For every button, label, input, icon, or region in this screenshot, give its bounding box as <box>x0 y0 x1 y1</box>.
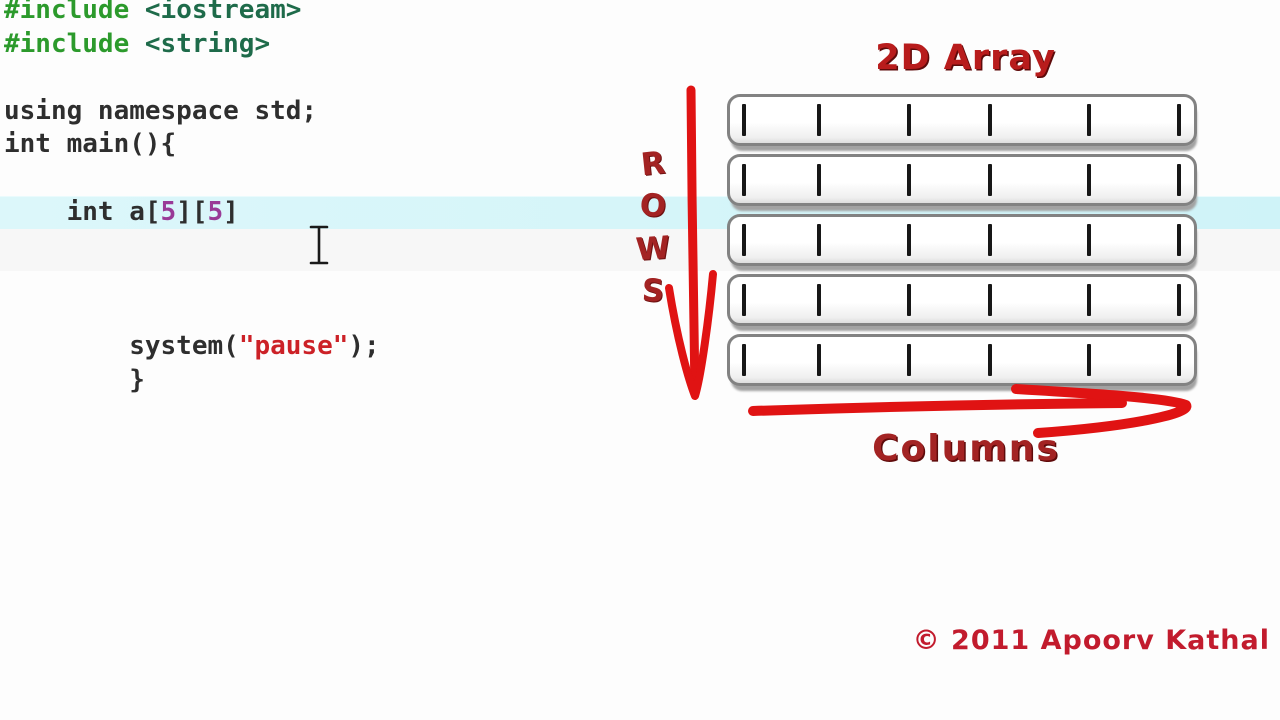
cell-divider-tick <box>988 284 992 316</box>
code-line: #include <string> <box>4 31 270 57</box>
cell-divider-tick <box>1177 344 1181 376</box>
code-segment: 5 <box>160 196 177 227</box>
cell-divider-tick <box>1087 284 1091 316</box>
cell-divider-tick <box>817 164 821 196</box>
cell-divider-tick <box>742 344 746 376</box>
cell-divider-tick <box>817 104 821 136</box>
cell-divider-tick <box>817 344 821 376</box>
cell-divider-tick <box>1087 104 1091 136</box>
code-segment: } <box>4 364 145 395</box>
rows-label-letter: W <box>634 229 672 269</box>
cell-divider-tick <box>742 164 746 196</box>
code-segment: system( <box>4 331 239 361</box>
cell-divider-tick <box>742 104 746 136</box>
cell-divider-tick <box>1087 344 1091 376</box>
rows-label-letter: O <box>638 187 668 225</box>
code-line: int main(){ <box>4 131 176 157</box>
cell-divider-tick <box>988 224 992 256</box>
code-segment: ] <box>223 196 239 227</box>
cell-divider-tick <box>817 224 821 256</box>
cell-divider-tick <box>1177 284 1181 316</box>
code-segment: #include <box>4 0 145 25</box>
cell-divider-tick <box>907 224 911 256</box>
code-segment: #include <box>4 28 145 59</box>
code-line-highlighted: int a[5][5] <box>4 199 239 225</box>
rows-label-letter: R <box>639 144 667 184</box>
cell-divider-tick <box>907 164 911 196</box>
cell-divider-tick <box>1087 164 1091 196</box>
code-segment: int a[ <box>4 196 161 227</box>
code-segment: int main(){ <box>4 129 177 160</box>
copyright-text: © 2011 Apoorv Kathal <box>912 625 1270 656</box>
cell-divider-tick <box>907 344 911 376</box>
cell-divider-tick <box>1087 224 1091 256</box>
code-segment: using namespace std; <box>4 95 318 126</box>
cell-divider-tick <box>907 104 911 136</box>
cell-divider-tick <box>988 344 992 376</box>
code-line: system("pause"); <box>4 331 380 361</box>
columns-label: Columns <box>872 428 1060 469</box>
cell-divider-tick <box>1177 164 1181 196</box>
cell-divider-tick <box>988 164 992 196</box>
array-row-3 <box>727 274 1197 326</box>
text-cursor-ibeam <box>309 225 329 265</box>
cell-divider-tick <box>817 284 821 316</box>
code-segment: <iostream> <box>144 0 302 25</box>
array-row-0 <box>727 94 1197 146</box>
cell-divider-tick <box>742 224 746 256</box>
rows-label-letter: S <box>640 272 666 310</box>
cell-divider-tick <box>988 104 992 136</box>
code-segment: <string> <box>144 28 271 59</box>
cell-divider-tick <box>907 284 911 316</box>
cell-divider-tick <box>742 284 746 316</box>
code-segment: "pause" <box>238 331 349 361</box>
cell-divider-tick <box>1177 104 1181 136</box>
code-line: using namespace std; <box>4 98 317 124</box>
code-line: } <box>4 367 145 393</box>
diagram-title: 2D Array <box>875 38 1056 78</box>
code-segment: 5 <box>207 196 224 227</box>
cell-divider-tick <box>1177 224 1181 256</box>
code-segment: ); <box>348 331 380 361</box>
array-row-1 <box>727 154 1197 206</box>
code-line: #include <iostream> <box>4 0 301 23</box>
array-row-2 <box>727 214 1197 266</box>
code-segment: ][ <box>176 196 208 227</box>
array-row-4 <box>727 334 1197 386</box>
